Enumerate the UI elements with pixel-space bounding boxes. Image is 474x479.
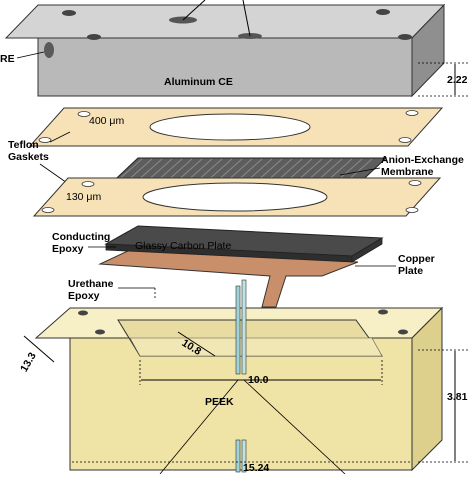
- peek-height-label: 3.81: [447, 391, 468, 403]
- aluminum-ce-block: RE Aluminum CE 2.22: [0, 0, 470, 98]
- teflon-label-line2: Gaskets: [8, 151, 49, 163]
- electrical-lead: [241, 279, 247, 375]
- peek-front-face: [69, 337, 413, 471]
- peek-block: PEEK: [34, 279, 444, 473]
- bolt-hole: [38, 137, 52, 143]
- al-thickness-label: 2.22: [447, 74, 468, 86]
- guide-line: [243, 379, 346, 475]
- electrical-lead-lower: [241, 439, 247, 473]
- teflon-gasket-top: 400 μm: [28, 107, 444, 147]
- cavity-length-label: 10.0: [248, 374, 269, 386]
- bolt-hole: [378, 309, 388, 315]
- bolt-hole: [77, 111, 91, 117]
- peek-cavity-floor: [129, 337, 383, 357]
- glassy-carbon-label: Glassy Carbon Plate: [135, 240, 231, 252]
- urethane-epoxy-line1: Urethane: [68, 278, 114, 290]
- leader-line: [242, 0, 251, 37]
- glassy-carbon-plate: Glassy Carbon Plate: [104, 225, 384, 263]
- bolt-hole: [41, 207, 55, 213]
- electrical-lead-lower: [235, 439, 241, 473]
- bolt-hole: [81, 181, 95, 187]
- gasket-bottom-thickness: 130 μm: [66, 191, 101, 203]
- copper-label-line1: Copper: [398, 253, 435, 265]
- bolt-hole: [398, 34, 412, 40]
- bolt-hole: [405, 207, 419, 213]
- membrane-label-line1: Anion-Exchange: [381, 154, 464, 166]
- re-port-hole: [44, 42, 54, 58]
- bolt-hole: [398, 329, 408, 335]
- bottom-length-label: 15.24: [243, 462, 269, 474]
- gasket-window: [149, 113, 311, 141]
- bolt-hole: [405, 110, 419, 116]
- membrane-label-line2: Membrane: [381, 166, 434, 178]
- copper-label-line2: Plate: [398, 265, 423, 277]
- dim-arrow: [177, 331, 216, 357]
- conducting-epoxy-line1: Conducting: [52, 231, 110, 243]
- bolt-hole: [62, 10, 76, 16]
- bolt-hole: [87, 34, 101, 40]
- bolt-hole: [398, 137, 412, 143]
- conducting-epoxy-line2: Epoxy: [52, 243, 84, 255]
- aluminum-ce-label: Aluminum CE: [164, 76, 233, 88]
- urethane-epoxy-line2: Epoxy: [68, 290, 100, 302]
- teflon-leader: [49, 131, 71, 143]
- dim-arrow: [23, 335, 55, 363]
- gasket-top-thickness: 400 μm: [89, 115, 124, 127]
- guide-line: [159, 379, 239, 475]
- gasket-window: [142, 182, 328, 212]
- copper-body: [98, 249, 359, 308]
- electrical-lead: [235, 285, 241, 375]
- teflon-label-line1: Teflon: [8, 139, 39, 151]
- bolt-hole: [95, 329, 105, 335]
- copper-plate: [98, 249, 359, 308]
- bolt-hole: [408, 180, 422, 186]
- re-label: RE: [0, 53, 15, 65]
- teflon-gasket-bottom: 130 μm: [32, 177, 442, 217]
- re-leader: [16, 51, 45, 59]
- membrane-leader: [339, 167, 381, 176]
- leader-line: [182, 0, 206, 21]
- glassy-carbon-edge-right: [351, 237, 383, 263]
- bolt-hole: [78, 310, 88, 316]
- peek-right-face: [411, 306, 443, 472]
- bolt-hole: [376, 9, 390, 15]
